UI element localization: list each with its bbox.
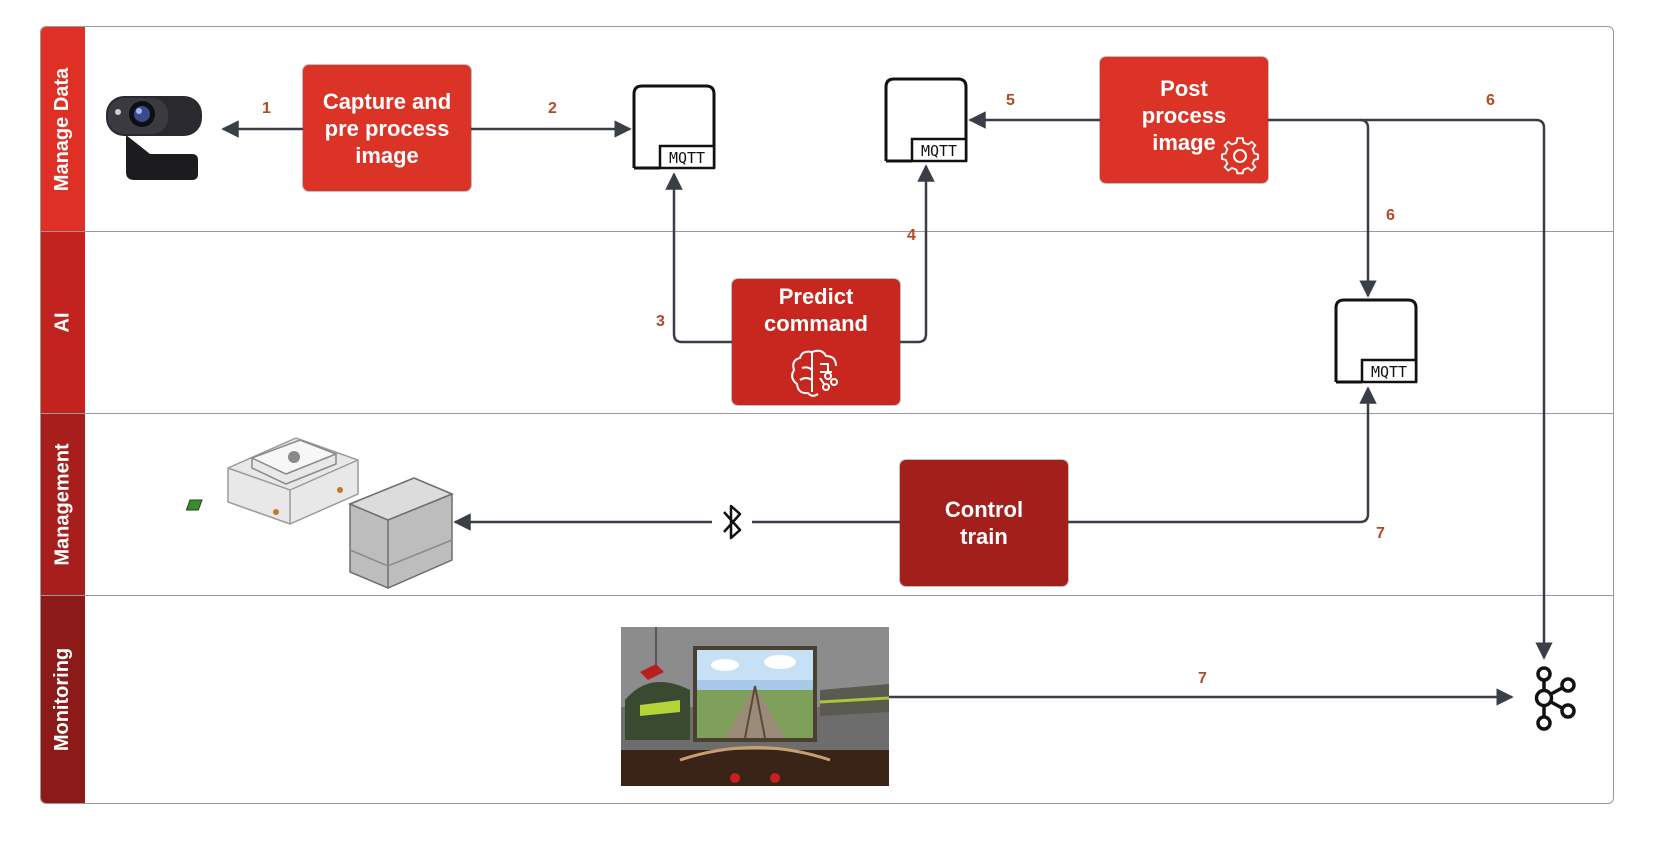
bluetooth-icon <box>714 504 750 540</box>
step-number-1: 1 <box>262 100 271 117</box>
mqtt-queue-3: MQTT <box>1334 298 1418 384</box>
predict-command-box: Predict command <box>732 279 900 405</box>
step-number-6: 6 <box>1386 207 1395 224</box>
train-dashboard-screenshot <box>621 627 890 786</box>
step-number-5: 5 <box>1006 92 1015 109</box>
step-number-7: 7 <box>1198 670 1207 687</box>
kafka-icon <box>1534 666 1576 731</box>
arrow-6-kafka <box>1268 118 1553 660</box>
step-number-6: 6 <box>1486 92 1495 109</box>
mqtt-queue-1: MQTT <box>632 84 716 170</box>
step-number-7: 7 <box>1376 525 1385 542</box>
step-number-4: 4 <box>907 227 916 244</box>
svg-text:MQTT: MQTT <box>1371 363 1407 381</box>
lane-label-management: Management <box>41 413 85 595</box>
arrow-3 <box>665 172 732 344</box>
capture-preprocess-box: Capture and pre process image <box>303 65 471 191</box>
step-number-2: 2 <box>548 100 557 117</box>
arrow-6-mqtt <box>1359 118 1377 298</box>
control-train-box: Control train <box>900 460 1068 586</box>
svg-text:MQTT: MQTT <box>669 149 705 167</box>
arrow-4 <box>900 164 935 344</box>
mqtt-queue-2: MQTT <box>884 77 968 163</box>
flow-arrows <box>221 111 1553 706</box>
lane-divider <box>41 231 1613 232</box>
svg-text:MQTT: MQTT <box>921 142 957 160</box>
gear-icon <box>1221 137 1259 175</box>
brain-icon <box>791 349 838 397</box>
webcam-icon <box>106 96 202 180</box>
lane-divider <box>41 413 1613 414</box>
lane-label-manage-data: Manage Data <box>41 27 85 231</box>
lane-divider <box>41 595 1613 596</box>
lego-hub-icon <box>185 437 454 589</box>
step-number-3: 3 <box>656 313 665 330</box>
lane-label-monitoring: Monitoring <box>41 595 85 803</box>
lane-label-ai: AI <box>41 231 85 413</box>
arrow-7-mqtt <box>1068 386 1377 524</box>
